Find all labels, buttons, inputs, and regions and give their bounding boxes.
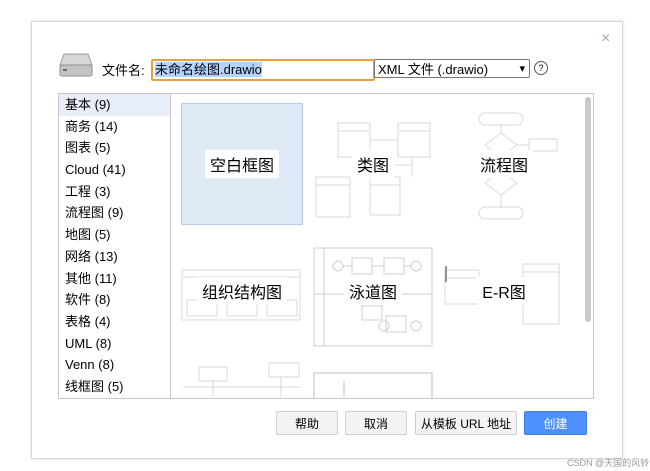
new-diagram-dialog: × 文件名: 未命名绘图.drawio XML 文件 (.drawio) ▾ ?… (31, 21, 623, 459)
filename-label: 文件名: (102, 63, 145, 78)
category-item[interactable]: 软件 (8) (65, 292, 111, 308)
close-icon[interactable]: × (601, 30, 611, 47)
category-item[interactable]: 工程 (3) (65, 183, 111, 199)
from-url-button[interactable]: 从模板 URL 地址 (415, 411, 517, 435)
category-item[interactable]: Cloud (41) (65, 162, 126, 178)
template-label: 组织结构图 (196, 277, 288, 305)
template-flowchart[interactable]: 流程图 (443, 103, 565, 225)
template-thumbnail-partial[interactable] (181, 357, 303, 398)
template-er-diagram[interactable]: E-R图 (443, 230, 565, 352)
category-item[interactable]: 流程图 (9) (65, 205, 124, 221)
template-org-chart[interactable]: 组织结构图 (181, 230, 303, 352)
category-item[interactable]: 商务 (14) (65, 118, 118, 134)
swimlane-thumbnail (313, 247, 433, 347)
template-blank[interactable]: 空白框图 (181, 103, 303, 225)
template-label: 空白框图 (204, 150, 280, 178)
filename-value: 未命名绘图.drawio (155, 62, 262, 77)
cancel-button[interactable]: 取消 (345, 411, 407, 435)
category-item[interactable]: 其他 (11) (65, 270, 117, 286)
template-grid: 空白框图 类图 (170, 93, 594, 399)
template-thumbnail-partial[interactable] (312, 357, 434, 398)
create-button[interactable]: 创建 (524, 411, 587, 435)
category-item[interactable]: 图表 (5) (65, 140, 111, 156)
template-label: E-R图 (477, 277, 531, 305)
filename-input[interactable]: 未命名绘图.drawio (151, 59, 375, 81)
help-button[interactable]: 帮助 (276, 411, 338, 435)
category-item[interactable]: 网络 (13) (65, 248, 118, 264)
category-item[interactable]: Venn (8) (65, 357, 115, 373)
template-label: 泳道图 (343, 277, 403, 305)
watermark: CSDN @天国的风铃 (567, 458, 650, 468)
category-item[interactable]: 线框图 (5) (65, 378, 124, 394)
category-item[interactable]: 基本 (9) (59, 94, 171, 116)
template-label: 类图 (351, 150, 395, 178)
drive-icon (59, 53, 93, 77)
category-item[interactable]: 地图 (5) (65, 227, 111, 243)
uml-thumbnail (183, 362, 301, 397)
template-label: 流程图 (474, 150, 534, 178)
category-list: 基本 (9) 商务 (14) 图表 (5) Cloud (41) 工程 (3) … (58, 93, 171, 399)
help-icon[interactable]: ? (534, 61, 548, 75)
vertical-scrollbar[interactable] (585, 97, 591, 322)
category-item[interactable]: UML (8) (65, 335, 112, 351)
format-value: XML 文件 (.drawio) (378, 62, 489, 77)
format-select[interactable]: XML 文件 (.drawio) ▾ (374, 59, 530, 78)
category-item[interactable]: 表格 (4) (65, 313, 111, 329)
diagram-thumbnail (313, 372, 433, 398)
template-class-diagram[interactable]: 类图 (312, 103, 434, 225)
chevron-down-icon: ▾ (519, 63, 525, 75)
template-swimlane[interactable]: 泳道图 (312, 230, 434, 352)
